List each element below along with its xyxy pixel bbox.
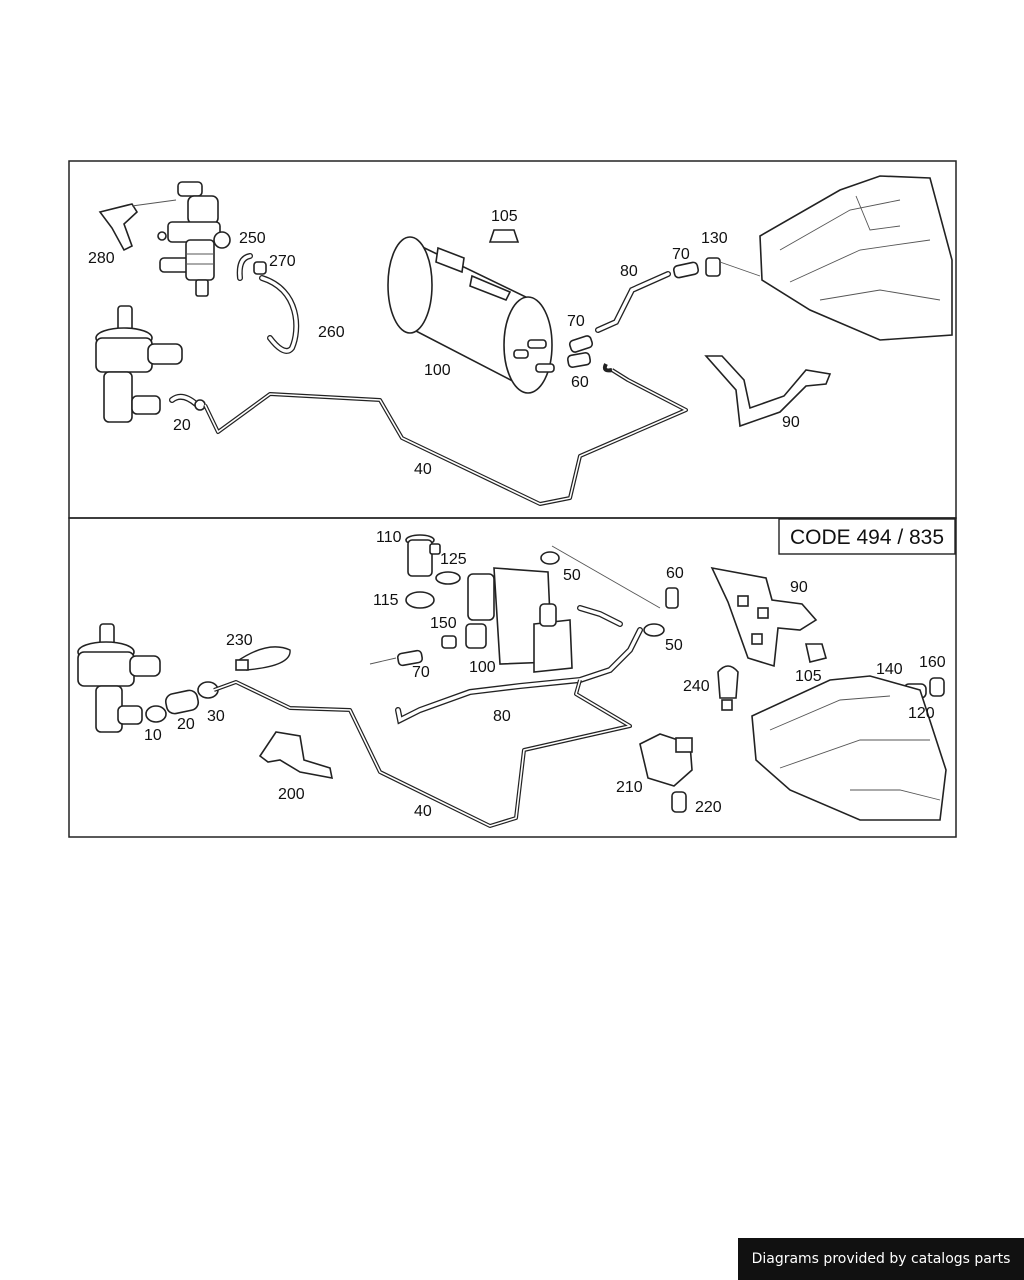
callout-60: 60 [666, 565, 684, 582]
part-20-hose-lower[interactable] [164, 689, 200, 715]
part-changeover-valve-upper[interactable] [95, 305, 183, 423]
part-130-clamp[interactable] [705, 257, 761, 277]
callout-80: 80 [493, 708, 511, 725]
part-220-connector[interactable] [671, 791, 687, 813]
part-20-elbow-upper[interactable] [169, 393, 206, 411]
part-70-connector-b[interactable] [672, 261, 700, 279]
callout-130: 130 [701, 230, 728, 247]
part-105-nut-upper[interactable] [488, 229, 520, 243]
part-auxiliary-pump-upper[interactable] [157, 181, 231, 297]
callout-70-b: 70 [672, 246, 690, 263]
part-230-cable-tie[interactable] [235, 646, 291, 671]
callout-80: 80 [620, 263, 638, 280]
callout-60: 60 [571, 374, 589, 391]
callout-100: 100 [469, 659, 496, 676]
callout-70-a: 70 [567, 313, 585, 330]
callout-140: 140 [876, 661, 903, 678]
part-80-hose-lower[interactable] [395, 605, 643, 725]
callout-260: 260 [318, 324, 345, 341]
callout-250: 250 [239, 230, 266, 247]
callout-30: 30 [207, 708, 225, 725]
callout-230: 230 [226, 632, 253, 649]
part-210-valve-bracket[interactable] [639, 733, 693, 787]
callout-90: 90 [790, 579, 808, 596]
callout-105: 105 [491, 208, 518, 225]
part-changeover-valve-lower[interactable] [77, 623, 161, 733]
callout-90: 90 [782, 414, 800, 431]
part-60-elbow-upper[interactable] [566, 352, 592, 368]
callout-280: 280 [88, 250, 115, 267]
callout-160: 160 [919, 654, 946, 671]
part-250-elbow[interactable] [236, 253, 253, 281]
callout-240: 240 [683, 678, 710, 695]
part-60-elbow-lower[interactable] [665, 587, 679, 609]
part-50-clamp-b[interactable] [643, 623, 665, 637]
part-110-valve[interactable] [405, 534, 441, 577]
part-270-clamp[interactable] [253, 261, 267, 275]
callout-50-a: 50 [563, 567, 581, 584]
part-70-connector-a[interactable] [568, 335, 594, 353]
part-40-line-upper[interactable] [203, 363, 688, 506]
callout-210: 210 [616, 779, 643, 796]
callout-20: 20 [173, 417, 191, 434]
callout-200: 200 [278, 786, 305, 803]
callout-120: 120 [908, 705, 935, 722]
callout-10: 10 [144, 727, 162, 744]
part-200-holder[interactable] [258, 731, 334, 780]
callout-110: 110 [376, 529, 402, 546]
part-160-cap[interactable] [929, 677, 945, 697]
callout-40: 40 [414, 803, 432, 820]
code-label-box: CODE 494 / 835 [778, 518, 956, 555]
callout-105: 105 [795, 668, 822, 685]
callout-100: 100 [424, 362, 451, 379]
part-80-hose-upper[interactable] [595, 271, 671, 333]
part-150-clamp[interactable] [441, 635, 457, 649]
callout-270: 270 [269, 253, 296, 270]
part-50-nut-a[interactable] [540, 545, 661, 609]
upper-callouts: 280 250 270 260 105 100 80 70 130 70 60 … [88, 208, 800, 478]
callout-20: 20 [177, 716, 195, 733]
callout-50-b: 50 [665, 637, 683, 654]
vehicle-floor-lower [751, 675, 947, 821]
callout-40: 40 [414, 461, 432, 478]
part-90-bracket-lower[interactable] [710, 566, 818, 668]
part-280-bracket[interactable] [98, 199, 177, 252]
lower-panel-frame [68, 517, 957, 838]
footer-banner[interactable]: Diagrams provided by catalogs parts [738, 1238, 1024, 1280]
code-label: CODE 494 / 835 [790, 526, 944, 549]
part-105-nut-lower[interactable] [805, 643, 827, 663]
part-125-clamp[interactable] [435, 571, 461, 585]
footer-text: Diagrams provided by catalogs parts [751, 1251, 1011, 1267]
part-70-connector-lower[interactable] [369, 649, 424, 667]
lower-callouts: 110 125 50 115 150 70 100 60 50 90 105 2… [144, 529, 946, 820]
callout-150: 150 [430, 615, 457, 632]
part-240-clip[interactable] [717, 665, 739, 711]
callout-70: 70 [412, 664, 430, 681]
callout-220: 220 [695, 799, 722, 816]
vehicle-floor-upper [759, 175, 953, 341]
part-100-canister-upper[interactable] [387, 236, 555, 394]
callout-125: 125 [440, 551, 467, 568]
part-260-hose[interactable] [259, 275, 300, 354]
part-10-clamp[interactable] [145, 705, 167, 723]
part-40-line-lower[interactable] [213, 679, 632, 828]
part-100-canister-lower[interactable] [465, 567, 573, 673]
callout-115: 115 [373, 592, 399, 609]
part-115-seal[interactable] [405, 591, 435, 609]
part-90-bracket-upper[interactable] [704, 355, 832, 428]
